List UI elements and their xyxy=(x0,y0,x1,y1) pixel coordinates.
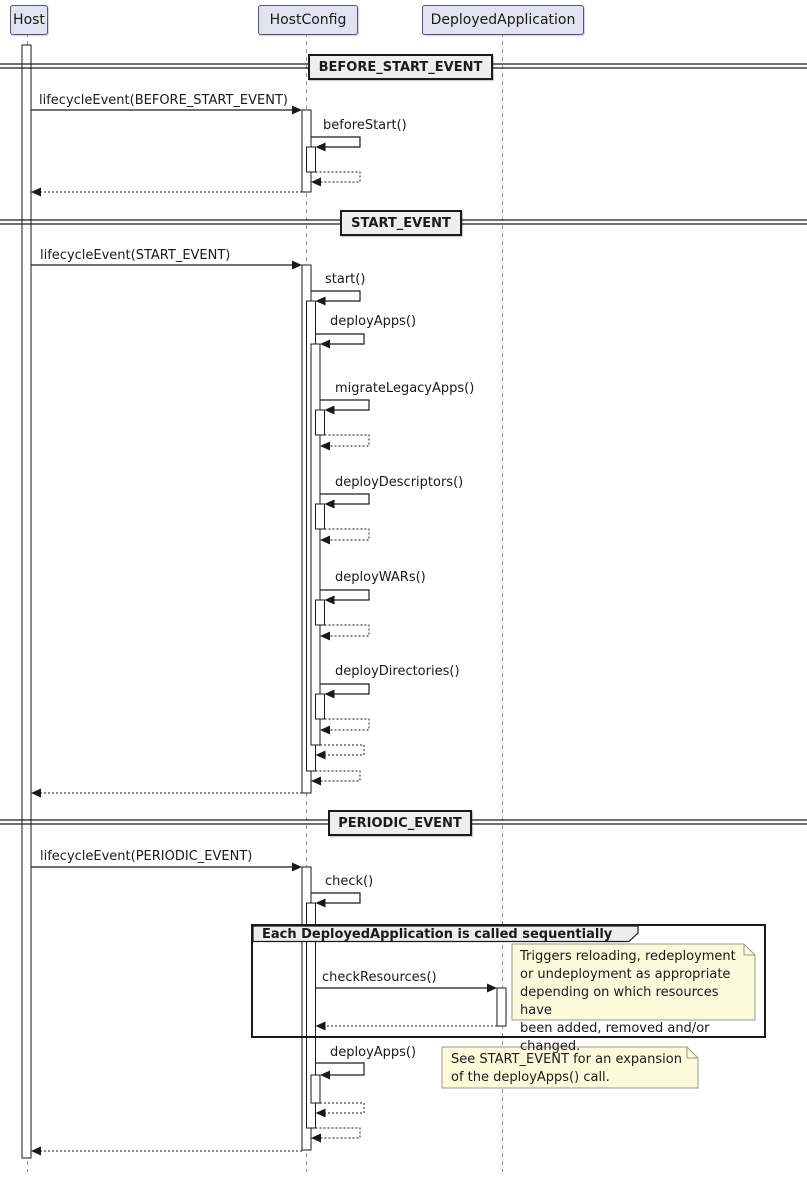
arrowhead xyxy=(311,177,321,187)
message-lifecycle-periodic: lifecycleEvent(PERIODIC_EVENT) xyxy=(40,849,253,864)
message-migrate-legacy-apps: migrateLegacyApps() xyxy=(335,381,475,396)
arrowhead xyxy=(320,441,330,451)
arrowhead xyxy=(324,689,335,699)
arrowhead xyxy=(292,105,302,115)
arrowhead xyxy=(311,776,321,786)
arrowhead xyxy=(315,898,326,908)
activation-hc-periodic-2 xyxy=(306,902,316,1129)
group-frame xyxy=(251,924,766,1038)
participant-host: Host xyxy=(10,5,48,35)
arrow-migrate-legacy-apps xyxy=(320,399,370,411)
arrow-deploy-apps xyxy=(315,333,365,345)
arrowhead xyxy=(320,339,330,349)
divider-label: PERIODIC_EVENT xyxy=(338,815,462,831)
note-check-resources-text: Triggers reloading, redeployment or unde… xyxy=(520,949,736,1054)
arrowhead xyxy=(31,788,41,798)
arrowhead xyxy=(315,750,326,760)
return-arrows xyxy=(40,171,497,1152)
divider-before-start-event: BEFORE_START_EVENT xyxy=(308,54,493,80)
activation-da-checkresources xyxy=(496,987,507,1027)
group-frame-header xyxy=(252,925,639,943)
return-deploy-directories xyxy=(324,718,370,731)
arrowhead xyxy=(315,142,326,152)
arrowhead xyxy=(324,595,335,605)
participant-hostconfig: HostConfig xyxy=(258,5,358,35)
message-check: check() xyxy=(325,874,374,889)
divider-periodic-event: PERIODIC_EVENT xyxy=(328,810,472,836)
message-lifecycle-before: lifecycleEvent(BEFORE_START_EVENT) xyxy=(39,93,288,108)
participant-deployedapplication: DeployedApplication xyxy=(422,5,584,35)
group-header-label: Each DeployedApplication is called seque… xyxy=(262,927,613,942)
message-start: start() xyxy=(325,272,366,287)
message-lifecycle-start: lifecycleEvent(START_EVENT) xyxy=(40,248,231,263)
activation-bars xyxy=(21,44,507,1159)
activation-hc-start-3 xyxy=(310,343,321,746)
arrowhead xyxy=(311,1133,321,1143)
participant-hostconfig-label: HostConfig xyxy=(269,12,347,28)
activation-hc-descriptors xyxy=(315,503,325,530)
arrowhead xyxy=(315,1108,326,1118)
activation-hc-migrate xyxy=(315,409,325,436)
arrowhead xyxy=(31,187,41,197)
call-arrows xyxy=(31,109,488,1076)
divider-lines xyxy=(0,63,807,825)
note-fold-icon xyxy=(686,1047,698,1059)
arrowhead xyxy=(320,1070,330,1080)
return-check xyxy=(315,1127,361,1139)
arrowhead xyxy=(315,1021,326,1031)
message-check-resources: checkResources() xyxy=(322,970,437,985)
return-deploy-descriptors xyxy=(324,528,370,541)
arrow-deploy-apps-periodic xyxy=(315,1062,365,1076)
return-before-start xyxy=(315,171,361,183)
arrowhead xyxy=(315,296,326,306)
activation-hc-directories xyxy=(315,693,325,720)
divider-label: BEFORE_START_EVENT xyxy=(318,59,483,75)
participant-deployedapplication-label: DeployedApplication xyxy=(430,12,576,28)
return-deploy-apps xyxy=(320,744,365,756)
arrowhead xyxy=(31,1146,41,1156)
arrowhead xyxy=(320,725,330,735)
message-deploy-directories: deployDirectories() xyxy=(335,664,460,679)
message-deploy-apps: deployApps() xyxy=(330,314,417,329)
note-check-resources xyxy=(511,943,756,1021)
note-deploy-apps xyxy=(441,1046,699,1089)
activation-hc-before-2 xyxy=(306,146,316,173)
participant-host-label: Host xyxy=(13,12,45,28)
divider-label: START_EVENT xyxy=(351,215,451,231)
arrow-deploy-wars xyxy=(320,589,370,601)
arrowhead xyxy=(320,535,330,545)
note-fold-icon xyxy=(743,944,755,956)
arrowhead xyxy=(320,631,330,641)
arrow-start xyxy=(311,290,361,302)
arrowhead xyxy=(324,405,335,415)
arrowhead xyxy=(324,499,335,509)
arrowhead xyxy=(292,862,302,872)
group-frame-border xyxy=(251,924,766,1038)
arrowheads xyxy=(31,105,497,1156)
return-deploy-apps-periodic xyxy=(320,1102,365,1114)
arrowhead xyxy=(292,260,302,270)
arrow-before-start xyxy=(311,136,361,148)
lifelines xyxy=(27,33,503,1172)
message-deploy-descriptors: deployDescriptors() xyxy=(335,475,464,490)
activation-hc-wars xyxy=(315,599,325,626)
arrowhead xyxy=(487,983,497,993)
arrow-deploy-descriptors xyxy=(320,493,370,505)
notes-geometry xyxy=(441,943,756,1089)
arrow-deploy-directories xyxy=(320,683,370,695)
return-start xyxy=(315,770,361,782)
return-migrate-legacy-apps xyxy=(324,434,370,447)
divider-start-event: START_EVENT xyxy=(340,210,462,236)
message-deploy-apps-periodic: deployApps() xyxy=(330,1045,417,1060)
activation-host xyxy=(21,44,32,1159)
message-deploy-wars: deployWARs() xyxy=(335,570,426,585)
message-before-start: beforeStart() xyxy=(323,118,407,133)
return-deploy-wars xyxy=(324,624,370,637)
arrow-check xyxy=(311,892,361,904)
note-deploy-apps-text: See START_EVENT for an expansion of the … xyxy=(451,1052,682,1085)
activation-hc-deployapps-p xyxy=(310,1074,321,1104)
